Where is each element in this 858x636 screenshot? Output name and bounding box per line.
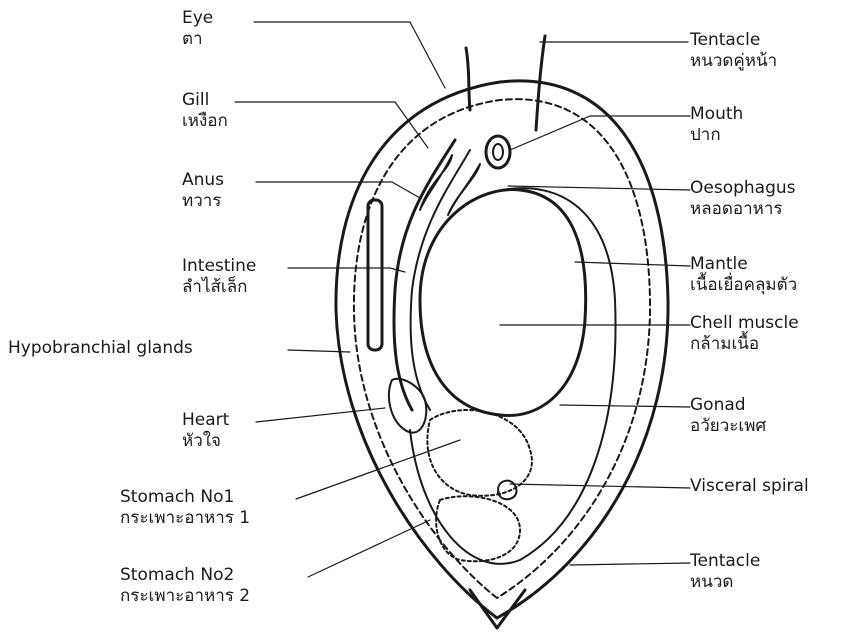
label-anus-en: Anus [182,170,224,190]
label-visceral-spiral-en: Visceral spiral [690,476,809,496]
label-visceral-spiral: Visceral spiral [690,476,809,497]
label-gill-th: เหงือก [182,111,228,132]
label-shell-muscle-th: กล้ามเนื้อ [690,334,799,355]
label-hypobranchial-en: Hypobranchial glands [8,338,193,358]
label-stomach-1-en: Stomach No1 [120,487,234,507]
label-mouth-th: ปาก [690,125,743,146]
label-intestine: Intestine ลำไส้เล็ก [182,256,256,298]
label-stomach-2: Stomach No2 กระเพาะอาหาร 2 [120,565,250,607]
label-mantle: Mantle เนื้อเยื่อคลุมตัว [690,254,797,296]
label-stomach-2-th: กระเพาะอาหาร 2 [120,586,250,607]
label-shell-muscle-en: Chell muscle [690,313,799,333]
visceral-spiral [498,481,517,500]
shell-outer [336,81,668,618]
label-heart: Heart หัวใจ [182,410,229,452]
label-hypobranchial: Hypobranchial glands [8,338,193,359]
label-mouth: Mouth ปาก [690,104,743,146]
label-intestine-th: ลำไส้เล็ก [182,277,256,298]
mantle-shape [420,190,586,416]
label-gill: Gill เหงือก [182,90,228,132]
label-heart-th: หัวใจ [182,431,229,452]
label-gonad-en: Gonad [690,395,746,415]
label-eye-en: Eye [182,8,213,28]
intestine-shape [394,140,455,410]
label-tentacle-top-th: หนวดคู่หน้า [690,51,777,72]
label-mouth-en: Mouth [690,104,743,124]
label-stomach-1: Stomach No1 กระเพาะอาหาร 1 [120,487,250,529]
tentacle-left [466,48,470,110]
label-gonad: Gonad อวัยวะเพศ [690,395,766,437]
label-eye: Eye ตา [182,8,213,50]
label-intestine-en: Intestine [182,256,256,276]
hypobranchial-gland [368,200,382,350]
label-oesophagus: Oesophagus หลอดอาหาร [690,178,796,220]
shell-inner [354,99,650,598]
tip-tentacle [470,590,525,628]
stomach-2 [436,496,520,561]
label-eye-th: ตา [182,29,213,50]
label-anus-th: ทวาร [182,191,224,212]
label-anus: Anus ทวาร [182,170,224,212]
label-shell-muscle: Chell muscle กล้ามเนื้อ [690,313,799,355]
label-stomach-1-th: กระเพาะอาหาร 1 [120,508,250,529]
gill-shape [420,155,452,210]
label-gonad-th: อวัยวะเพศ [690,416,766,437]
label-heart-en: Heart [182,410,229,430]
heart-shape [389,379,426,433]
label-oesophagus-th: หลอดอาหาร [690,199,796,220]
label-gill-en: Gill [182,90,209,110]
label-mantle-en: Mantle [690,254,748,274]
label-mantle-th: เนื้อเยื่อคลุมตัว [690,275,797,296]
label-stomach-2-en: Stomach No2 [120,565,234,585]
stomach-1 [427,410,532,496]
label-tentacle-bottom: Tentacle หนวด [690,551,760,593]
label-tentacle-bottom-en: Tentacle [690,551,760,571]
label-oesophagus-en: Oesophagus [690,178,796,198]
label-tentacle-top: Tentacle หนวดคู่หน้า [690,30,777,72]
mouth-shape [486,136,510,168]
label-tentacle-top-en: Tentacle [690,30,760,50]
label-tentacle-bottom-th: หนวด [690,572,760,593]
